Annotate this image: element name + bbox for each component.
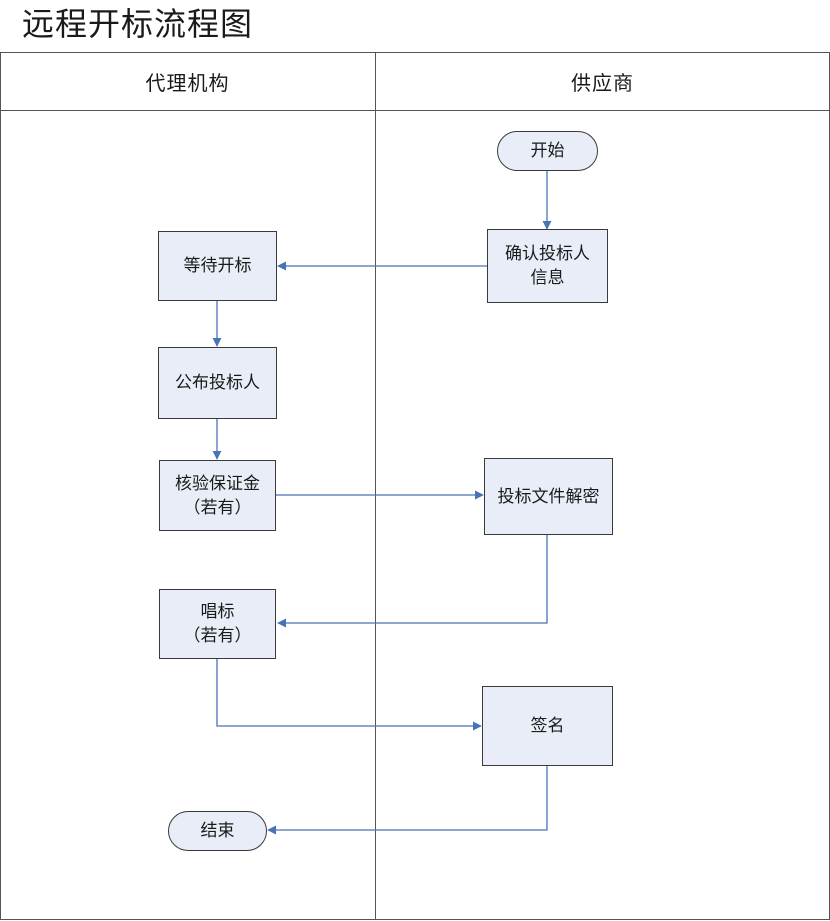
sign-node: 签名 (482, 686, 613, 766)
end-node: 结束 (168, 811, 267, 851)
verify-deposit-node: 核验保证金 （若有） (159, 460, 276, 531)
confirm-bidder-info-node: 确认投标人 信息 (487, 229, 608, 303)
decrypt-bid-file-node: 投标文件解密 (484, 458, 613, 535)
page-title: 远程开标流程图 (22, 5, 254, 43)
swimlane-column-divider (375, 52, 376, 919)
read-bids-node: 唱标 （若有） (159, 589, 276, 659)
await-opening-node: 等待开标 (158, 231, 277, 301)
announce-bidders-node: 公布投标人 (158, 347, 277, 419)
lane-header-supplier: 供应商 (571, 70, 634, 95)
start-node: 开始 (497, 131, 598, 171)
swimlane-frame (0, 52, 830, 920)
lane-header-agency: 代理机构 (145, 70, 230, 95)
swimlane-header-divider (0, 110, 830, 111)
